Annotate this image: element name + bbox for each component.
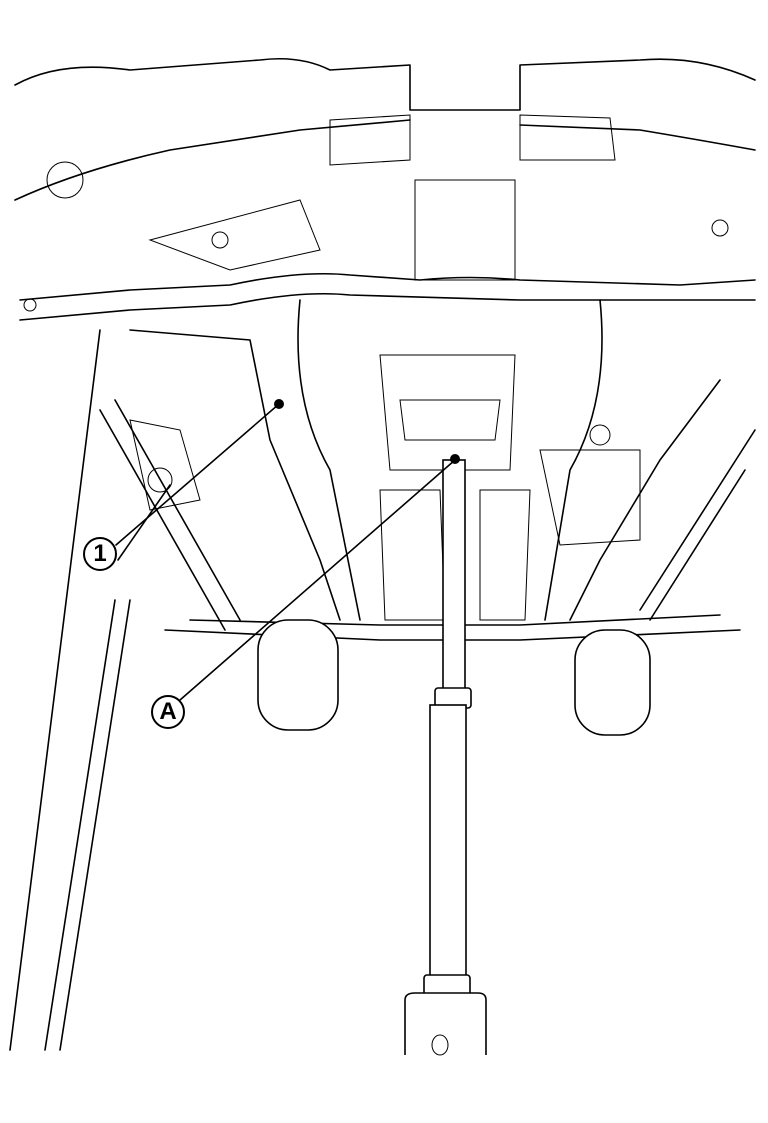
jack: [404, 459, 487, 1056]
callout-point-a: A: [151, 695, 185, 729]
jack-point-dot: [274, 399, 284, 409]
point-a-dot: [450, 454, 460, 464]
wheels: [257, 619, 651, 736]
callout-part-1: 1: [83, 537, 117, 571]
leader-lines: [115, 399, 460, 701]
